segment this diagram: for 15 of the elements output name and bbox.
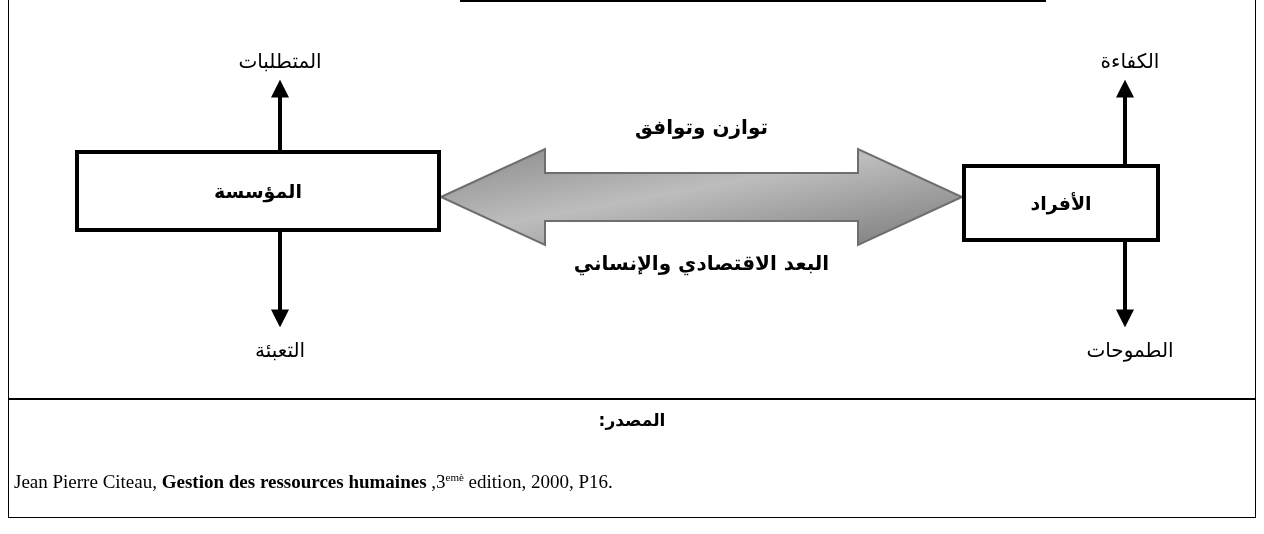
process-box: الأفراد — [962, 164, 1160, 242]
node-label: المتطلبات — [205, 44, 355, 78]
node-label: الكفاءة — [1060, 44, 1200, 78]
edge-label: توازن وتوافق — [635, 115, 768, 139]
process-box: المؤسسة — [75, 150, 441, 232]
citation: Jean Pierre Citeau, Gestion des ressources humaines ,3$^{emè}$ edition, 2000, P16. — [14, 471, 613, 494]
double-block-arrow — [438, 147, 965, 247]
arrow — [1116, 242, 1134, 328]
arrow — [271, 232, 289, 328]
arrow — [271, 79, 289, 150]
arrow — [1116, 79, 1134, 164]
arrow-label: البعد الاقتصادي والإنساني — [573, 251, 830, 275]
node-label: التعبئة — [205, 333, 355, 367]
node-label: الطموحات — [1055, 333, 1205, 367]
source-heading: المصدر: — [598, 410, 666, 430]
